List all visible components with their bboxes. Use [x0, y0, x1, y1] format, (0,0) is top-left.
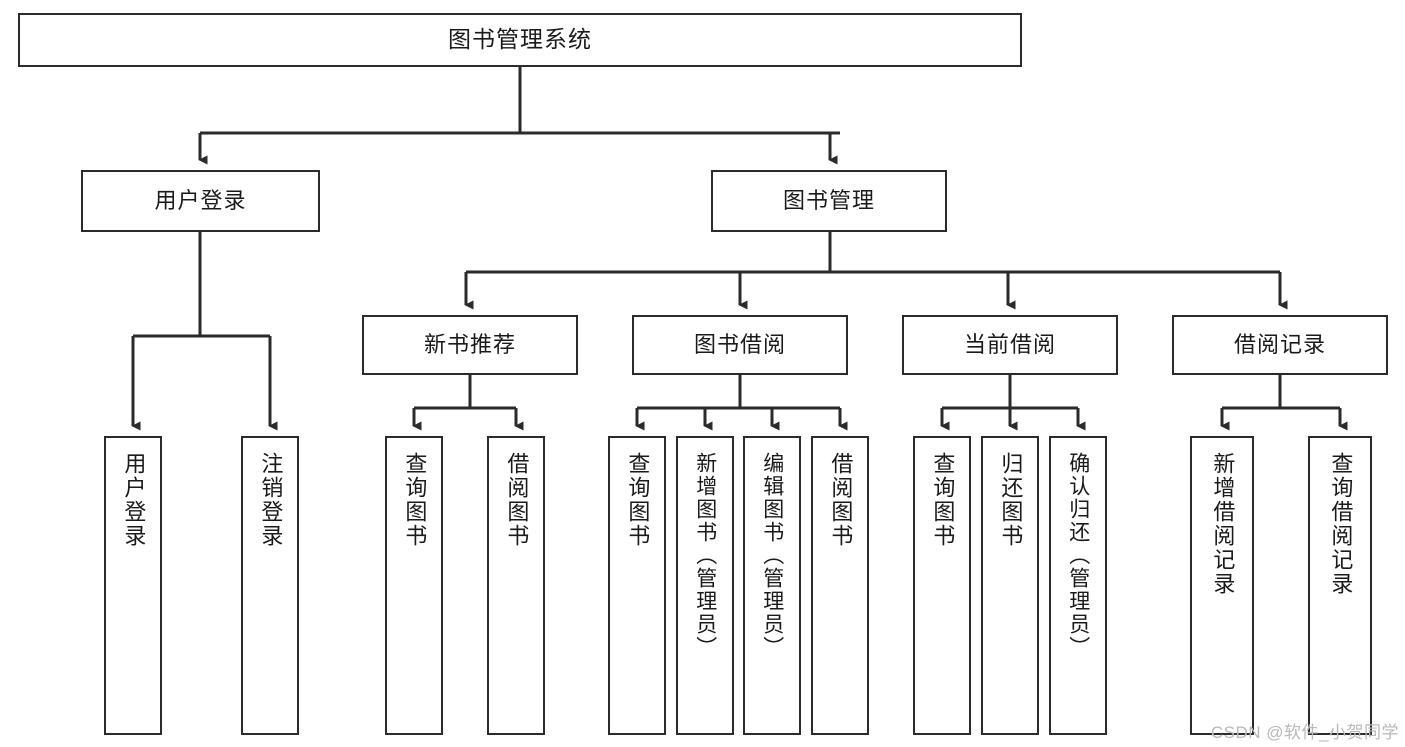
node-book-borrow[interactable]: 图书借阅	[632, 315, 848, 375]
node-label: 注销登录	[258, 452, 284, 548]
node-label: 新书推荐	[423, 331, 516, 357]
node-label: 图书管理	[782, 187, 875, 213]
node-new-book-recommend[interactable]: 新书推荐	[362, 315, 578, 375]
node-borrow-record[interactable]: 借阅记录	[1172, 315, 1388, 375]
node-label: 确认归还（管理员）	[1066, 452, 1090, 659]
node-leaf-borrow-book-2[interactable]: 借阅图书	[811, 436, 869, 735]
node-label: 借阅记录	[1233, 331, 1326, 357]
csdn-watermark: CSDN @软件_小贺同学	[1210, 723, 1399, 742]
node-leaf-add-book[interactable]: 新增图书（管理员）	[676, 436, 734, 735]
node-leaf-user-login[interactable]: 用户登录	[104, 436, 162, 735]
node-leaf-edit-book[interactable]: 编辑图书（管理员）	[743, 436, 801, 735]
node-label: 查询图书	[402, 452, 428, 548]
node-label: 编辑图书（管理员）	[760, 452, 784, 659]
node-user-login[interactable]: 用户登录	[81, 170, 320, 232]
node-book-management[interactable]: 图书管理	[711, 170, 947, 232]
node-label: 图书借阅	[693, 331, 786, 357]
node-leaf-query-book-1[interactable]: 查询图书	[385, 436, 443, 735]
node-leaf-user-logout[interactable]: 注销登录	[241, 436, 299, 735]
node-label: 查询图书	[930, 452, 956, 548]
node-leaf-borrow-book-1[interactable]: 借阅图书	[487, 436, 545, 735]
node-current-borrow[interactable]: 当前借阅	[902, 315, 1118, 375]
node-root-book-management-system[interactable]: 图书管理系统	[18, 13, 1022, 67]
node-label: 借阅图书	[504, 452, 530, 548]
node-label: 图书管理系统	[448, 26, 592, 53]
node-leaf-query-book-2[interactable]: 查询图书	[608, 436, 666, 735]
node-label: 新增借阅记录	[1210, 452, 1236, 596]
node-leaf-confirm-return[interactable]: 确认归还（管理员）	[1049, 436, 1107, 735]
node-label: 当前借阅	[963, 331, 1056, 357]
node-leaf-query-book-3[interactable]: 查询图书	[913, 436, 971, 735]
node-label: 查询借阅记录	[1328, 452, 1354, 596]
node-label: 借阅图书	[828, 452, 854, 548]
node-leaf-return-book[interactable]: 归还图书	[981, 436, 1039, 735]
node-leaf-add-record[interactable]: 新增借阅记录	[1190, 436, 1254, 735]
node-leaf-query-record[interactable]: 查询借阅记录	[1308, 436, 1372, 735]
node-label: 归还图书	[998, 452, 1024, 548]
node-label: 查询图书	[625, 452, 651, 548]
node-label: 新增图书（管理员）	[693, 452, 717, 659]
node-label: 用户登录	[154, 187, 247, 213]
node-label: 用户登录	[121, 452, 147, 548]
